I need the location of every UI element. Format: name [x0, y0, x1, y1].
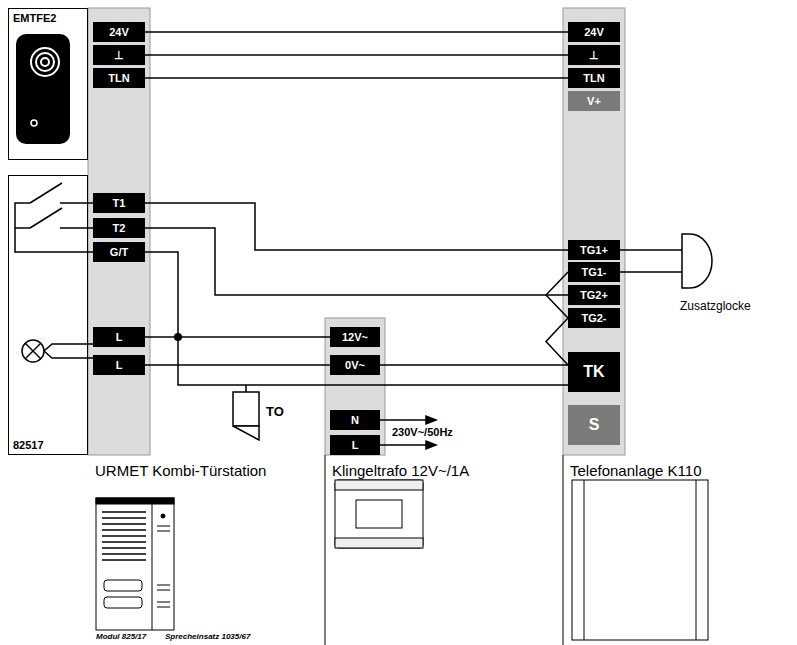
terminal-bar: [88, 8, 150, 455]
terminal-name: TK: [583, 363, 604, 381]
phone-system-illustration: [572, 480, 708, 640]
panel-caption: URMET Kombi-Türstation: [95, 462, 266, 479]
bell-symbol: [620, 234, 712, 288]
part-number: EMTFE2: [13, 12, 83, 24]
wire: [145, 78, 568, 79]
terminal: TLN: [568, 68, 620, 88]
terminal-name: TLN: [583, 72, 604, 84]
terminal-name: 0V~: [345, 359, 365, 371]
wire: [145, 365, 330, 366]
terminal: L: [93, 327, 145, 347]
terminal: 12V~: [330, 327, 380, 347]
wire: [145, 55, 568, 56]
terminal-name: TG1-: [581, 266, 606, 278]
terminal: TG1-: [568, 262, 620, 282]
door-opener-symbol: [233, 385, 259, 440]
terminal-name: L: [116, 331, 123, 343]
terminal: ⊥: [568, 45, 620, 65]
terminal: G/T: [93, 242, 145, 262]
terminal-name: ⊥: [114, 49, 124, 62]
terminal-name: V+: [587, 95, 601, 107]
model-number: Modul 825/17: [96, 632, 146, 641]
part-number: 82517: [13, 439, 83, 451]
terminal: 24V: [568, 22, 620, 42]
panel-separator: [325, 455, 326, 645]
terminal: L: [93, 355, 145, 375]
terminal: TLN: [93, 68, 145, 88]
terminal-name: 12V~: [342, 331, 368, 343]
terminal: ⊥: [93, 45, 145, 65]
terminal-bar: [325, 318, 385, 455]
wire: [145, 32, 568, 33]
label-text: 230V~/50Hz: [392, 426, 453, 438]
terminal: 24V: [93, 22, 145, 42]
transformer-illustration: [335, 480, 423, 548]
wire: [145, 203, 568, 250]
terminal: V+: [568, 91, 620, 111]
terminal: L: [330, 435, 380, 455]
terminal-bar: [563, 8, 625, 455]
terminal-name: TG2-: [581, 312, 606, 324]
component-name: TO: [266, 404, 284, 419]
terminal: TG1+: [568, 240, 620, 260]
panel-caption: Klingeltrafo 12V~/1A: [332, 462, 469, 479]
terminal: N: [330, 410, 380, 430]
wire: [145, 228, 568, 295]
terminal: TG2-: [568, 308, 620, 328]
panel-caption: Telefonanlage K110: [570, 462, 702, 479]
terminal-name: N: [351, 414, 359, 426]
speaker-icon: [16, 34, 70, 144]
terminal-name: ⊥: [589, 49, 599, 62]
terminal: S: [568, 405, 620, 445]
push-switches: [15, 183, 93, 252]
terminal: T2: [93, 218, 145, 238]
wire: [145, 337, 330, 338]
terminal-name: T1: [113, 197, 126, 209]
wire: [145, 252, 568, 385]
terminal-name: TLN: [108, 72, 129, 84]
model-number: Sprecheinsatz 1035/67: [165, 632, 250, 641]
terminal-name: 24V: [584, 26, 604, 38]
terminal-name: TG1+: [580, 244, 608, 256]
terminal-name: L: [352, 439, 359, 451]
wire: [546, 272, 568, 318]
wire: [380, 365, 568, 366]
terminal-name: L: [116, 359, 123, 371]
terminal: T1: [93, 193, 145, 213]
lamp-symbol: [22, 340, 93, 362]
terminal-name: S: [589, 416, 600, 434]
station-box: 82517: [8, 175, 88, 455]
terminal-name: T2: [113, 222, 126, 234]
panel-separator: [563, 455, 564, 645]
door-station-illustration: [96, 498, 174, 630]
device-box: EMTFE2: [8, 8, 88, 160]
terminal: 0V~: [330, 355, 380, 375]
terminal-name: 24V: [109, 26, 129, 38]
wire: [546, 318, 568, 365]
component-name: Zusatzglocke: [680, 299, 751, 313]
terminal: TG2+: [568, 285, 620, 305]
terminal-name: TG2+: [580, 289, 608, 301]
terminal: TK: [568, 352, 620, 392]
terminal-name: G/T: [110, 246, 128, 258]
